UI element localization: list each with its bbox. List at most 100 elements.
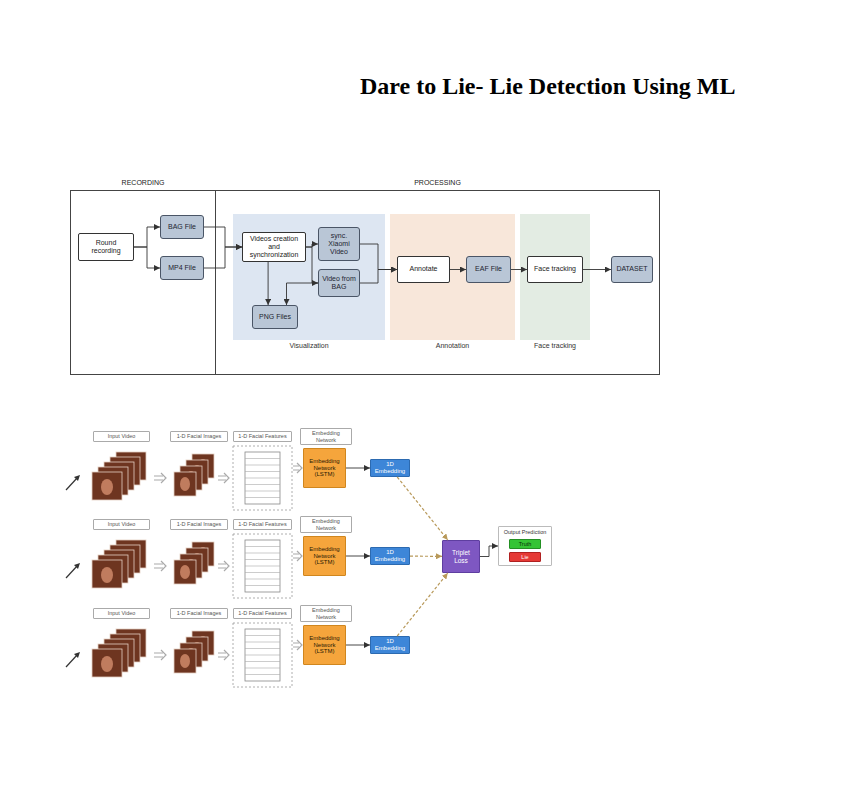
diagram-title: Dare to Lie- Lie Detection Using ML xyxy=(360,73,735,100)
dashed-arrow xyxy=(397,573,448,636)
file-box: MP4 File xyxy=(160,256,204,280)
file-box: DATASET xyxy=(611,256,653,283)
embedding-box: 1D Embedding xyxy=(370,636,410,654)
embedding-box: 1D Embedding xyxy=(370,547,410,565)
row-illustration xyxy=(66,446,302,510)
stage-band: AnnotationAnnotateEAF File xyxy=(390,214,515,340)
node-text: Embedding Network xyxy=(303,430,349,443)
node-text: Face tracking xyxy=(530,265,580,273)
node-text: Triplet Loss xyxy=(445,549,477,564)
column-header: Embedding Network xyxy=(300,605,352,622)
stage-panel: PROCESSINGVisualizationVideos creation a… xyxy=(215,190,660,375)
flow-arrow xyxy=(511,269,527,270)
flow-arrow xyxy=(480,546,498,557)
column-header: 1-D Facial Images xyxy=(170,608,228,619)
embedding-box: 1D Embedding xyxy=(370,459,410,477)
dashed-arrow xyxy=(410,556,442,557)
dashed-arrow xyxy=(397,477,448,540)
stage-heading: Visualization xyxy=(233,342,385,350)
row-illustration xyxy=(66,623,302,687)
file-box: PNG Files xyxy=(252,305,298,329)
node-text: Output Prediction xyxy=(501,529,549,535)
node-text: PNG Files xyxy=(255,313,295,321)
file-box: EAF File xyxy=(466,256,511,283)
lie-badge: Lie xyxy=(509,552,541,562)
column-header: 1-D Facial Features xyxy=(233,431,292,442)
flow-arrow xyxy=(583,269,611,270)
flow-arrow xyxy=(360,244,397,270)
flow-arrow xyxy=(306,244,318,247)
node-text: EAF File xyxy=(469,265,508,273)
node-text: 1-D Facial Images xyxy=(173,610,225,616)
row-illustration xyxy=(66,534,302,598)
node-text: Round recording xyxy=(81,239,131,255)
node-text: 1D Embedding xyxy=(373,461,407,475)
flow-arrow xyxy=(450,269,466,270)
column-header: Input Video xyxy=(93,608,150,619)
flow-arrow xyxy=(346,556,370,557)
node-text: Annotate xyxy=(400,265,447,273)
node-text: 1-D Facial Features xyxy=(236,433,289,439)
node-text: BAG File xyxy=(163,223,201,231)
column-header: 1-D Facial Images xyxy=(170,519,228,530)
column-header: 1-D Facial Features xyxy=(233,608,292,619)
column-header: Input Video xyxy=(93,519,150,530)
node-text: MP4 File xyxy=(163,264,201,272)
node-text: 1D Embedding xyxy=(373,549,407,563)
stage-heading: RECORDING xyxy=(71,179,215,187)
network-box: Embedding Network (LSTM) xyxy=(303,625,346,665)
column-header: 1-D Facial Images xyxy=(170,431,228,442)
file-box: Video from BAG xyxy=(318,269,360,297)
node-text: Input Video xyxy=(96,433,147,439)
flow-arrow xyxy=(204,227,242,247)
flow-arrow xyxy=(306,247,318,283)
flow-arrow xyxy=(268,262,269,305)
file-box: sync. Xiaomi Video xyxy=(318,227,360,261)
node-text: 1-D Facial Features xyxy=(236,610,289,616)
stage-band: VisualizationVideos creation and synchro… xyxy=(233,214,385,340)
flow-arrow xyxy=(134,247,160,268)
stage-band: Face trackingFace tracking xyxy=(520,214,590,340)
node-text: Embedding Network xyxy=(303,518,349,531)
network-box: Embedding Network (LSTM) xyxy=(303,536,346,576)
process-box: Face tracking xyxy=(527,256,583,283)
loss-box: Triplet Loss xyxy=(442,540,480,573)
network-box: Embedding Network (LSTM) xyxy=(303,448,346,488)
process-box: Videos creation and synchronization xyxy=(242,232,306,262)
node-text: Videos creation and synchronization xyxy=(245,235,303,259)
output-box: Output PredictionTruthLie xyxy=(498,526,552,566)
column-header: Embedding Network xyxy=(300,428,352,445)
flow-arrow xyxy=(204,247,242,268)
column-header: Input Video xyxy=(93,431,150,442)
flow-arrow xyxy=(287,283,319,305)
flow-arrow xyxy=(134,227,160,247)
node-text: Video from BAG xyxy=(321,275,357,291)
column-header: Embedding Network xyxy=(300,516,352,533)
column-header: 1-D Facial Features xyxy=(233,519,292,530)
node-text: DATASET xyxy=(614,265,650,273)
node-text: 1-D Facial Features xyxy=(236,521,289,527)
node-text: 1-D Facial Images xyxy=(173,521,225,527)
flow-arrow xyxy=(360,270,397,284)
file-box: BAG File xyxy=(160,215,204,239)
truth-badge: Truth xyxy=(509,539,541,549)
node-text: Embedding Network (LSTM) xyxy=(306,546,343,567)
node-text: 1-D Facial Images xyxy=(173,433,225,439)
node-text: Input Video xyxy=(96,610,147,616)
node-text: Lie xyxy=(512,554,538,560)
process-box: Round recording xyxy=(78,233,134,261)
stage-panel: RECORDINGRound recordingBAG FileMP4 File xyxy=(70,190,216,375)
node-text: sync. Xiaomi Video xyxy=(321,232,357,256)
node-text: Embedding Network (LSTM) xyxy=(306,458,343,479)
node-text: Embedding Network (LSTM) xyxy=(306,635,343,656)
node-text: Input Video xyxy=(96,521,147,527)
node-text: Truth xyxy=(512,541,538,547)
stage-heading: PROCESSING xyxy=(216,179,659,187)
flow-arrow xyxy=(346,468,370,469)
process-box: Annotate xyxy=(397,256,450,283)
node-text: 1D Embedding xyxy=(373,638,407,652)
